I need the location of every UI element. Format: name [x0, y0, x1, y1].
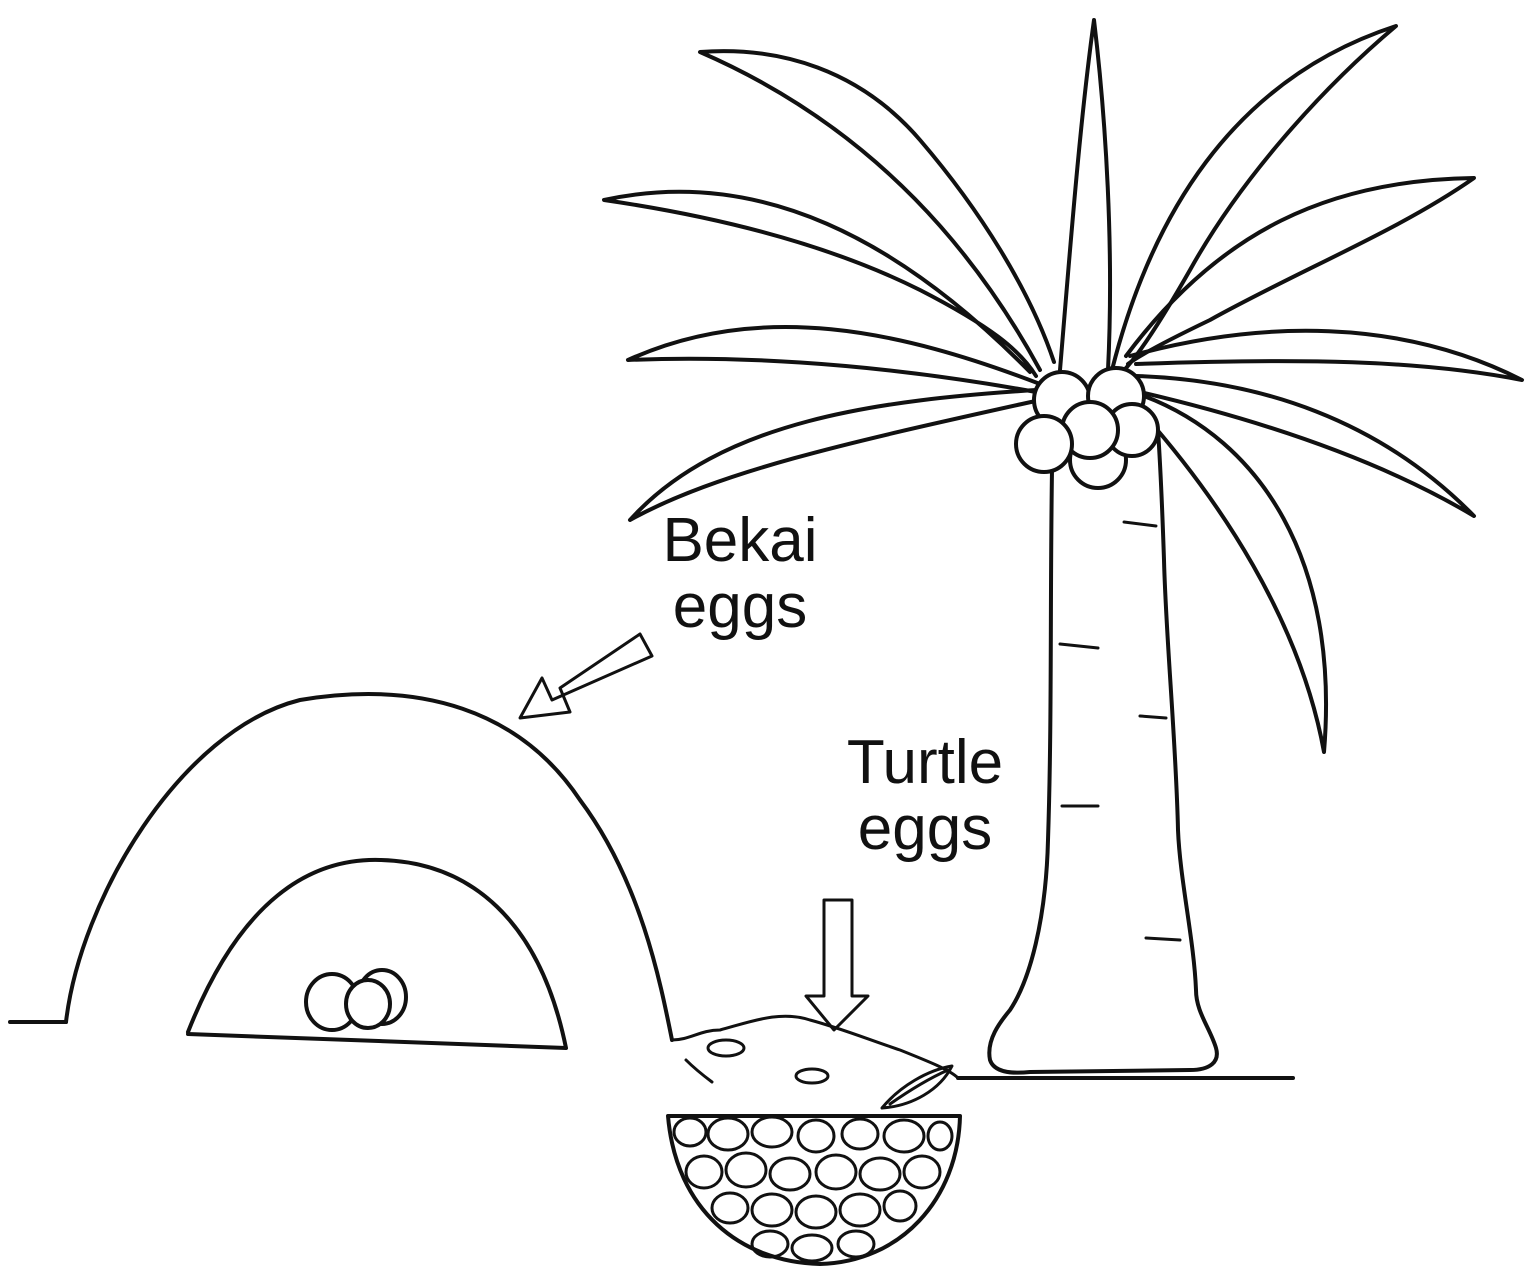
trunk-mark [1140, 716, 1166, 718]
egg-icon [860, 1158, 900, 1190]
trunk-mark [1124, 522, 1156, 526]
turtle-eggs [674, 1117, 952, 1261]
trunk-mark [1060, 644, 1098, 648]
frond-left [604, 192, 1036, 376]
coconut-icon [1016, 416, 1072, 472]
egg-icon [752, 1231, 788, 1257]
bekai-label-line1: Bekai [640, 508, 840, 574]
egg-icon [726, 1153, 766, 1187]
sand-pebble [796, 1069, 828, 1083]
frond-lower-right [1136, 376, 1474, 516]
egg-icon [792, 1235, 832, 1261]
turtle-label-line2: eggs [820, 796, 1030, 862]
turtle-eggs-label: Turtle eggs [820, 730, 1030, 862]
egg-icon [712, 1193, 748, 1223]
egg-icon [770, 1158, 810, 1190]
egg-icon [840, 1194, 880, 1226]
turtle-label-line1: Turtle [820, 730, 1030, 796]
egg-icon [884, 1191, 916, 1221]
egg-icon [798, 1120, 834, 1152]
sand-pebble [708, 1040, 744, 1056]
egg-icon [752, 1194, 792, 1226]
egg-icon [904, 1156, 940, 1188]
trunk-mark [1146, 938, 1180, 940]
egg-icon [674, 1118, 706, 1146]
egg-icon [708, 1118, 748, 1150]
coconut-cluster [1016, 368, 1158, 488]
bekai-label-line2: eggs [640, 574, 840, 640]
egg-icon [816, 1155, 856, 1189]
egg-icon [686, 1156, 722, 1188]
frond-top [1060, 20, 1110, 370]
egg-icon [884, 1120, 924, 1152]
sand-detail [686, 1060, 712, 1082]
bekai-arrow-icon [520, 634, 652, 718]
frond-left-under [628, 327, 1040, 392]
frond-lower-left [630, 390, 1040, 520]
egg-icon [842, 1119, 878, 1149]
leaf-icon [882, 1066, 952, 1108]
frond-top-left [700, 51, 1054, 370]
egg-icon [752, 1117, 792, 1147]
turtle-egg-pit [668, 1116, 960, 1264]
bekai-eggs [306, 970, 406, 1030]
egg-icon [796, 1196, 836, 1228]
egg-icon [928, 1122, 952, 1150]
egg-icon [838, 1231, 874, 1257]
frond-far-right [1130, 331, 1522, 380]
turtle-arrow-icon [806, 900, 868, 1030]
egg-icon [346, 980, 390, 1028]
frond-hanging-right [1140, 396, 1326, 752]
bekai-eggs-label: Bekai eggs [640, 508, 840, 640]
